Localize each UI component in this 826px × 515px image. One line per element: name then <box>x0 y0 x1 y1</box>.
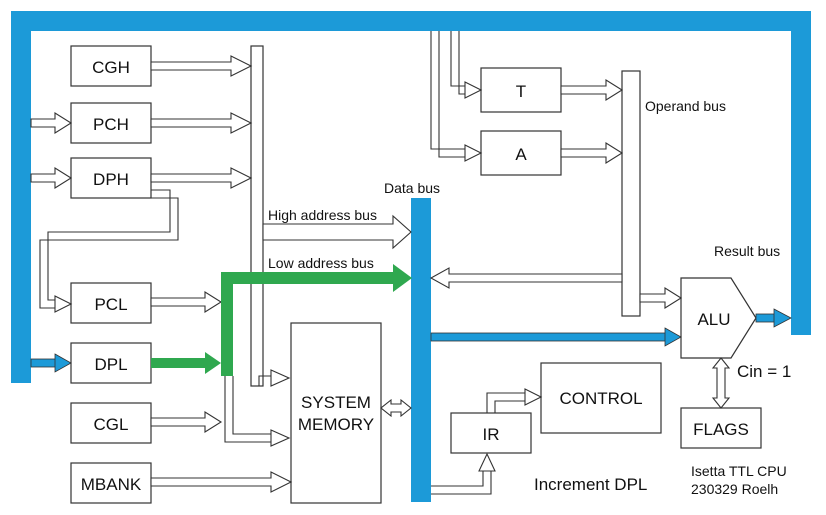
alu-label: ALU <box>697 310 730 329</box>
register-pcl: PCL <box>70 282 152 324</box>
credit-line2: 230329 Roelh <box>691 481 778 497</box>
result-to-t-path <box>450 31 465 95</box>
register-label: CGL <box>94 415 129 434</box>
address-to-memory-arrowhead-1 <box>270 369 291 387</box>
result-to-a-arrowhead <box>464 144 483 162</box>
alu-flags-bidir-arrow <box>711 357 731 409</box>
instruction-register: IR <box>450 412 532 454</box>
a-to-operand-arrow <box>560 142 624 164</box>
alu: ALU <box>680 277 757 359</box>
dph-feedback-arrowhead <box>54 295 73 313</box>
cgh-to-address-bus-arrow <box>150 55 253 77</box>
address-to-memory-path-2 <box>232 376 271 435</box>
result-to-dpl-arrow <box>30 353 72 373</box>
register-label: DPH <box>93 170 129 189</box>
data-to-ir-arrowhead <box>478 452 496 472</box>
operand-to-alu-arrow <box>639 287 683 309</box>
address-to-memory-path-1 <box>258 375 271 386</box>
register-label: T <box>516 82 526 101</box>
data-bus <box>411 198 431 502</box>
low-address-bus-label: Low address bus <box>268 255 374 271</box>
register-label: DPL <box>94 355 127 374</box>
register-cgl: CGL <box>70 402 152 444</box>
t-to-operand-arrow <box>560 79 624 101</box>
system-memory: SYSTEM MEMORY <box>290 322 382 504</box>
flags-label: FLAGS <box>693 420 749 439</box>
result-bus-label: Result bus <box>714 243 780 259</box>
register-label: PCH <box>93 115 129 134</box>
ir-to-control-arrowhead <box>524 388 543 406</box>
result-to-pch-arrow <box>30 112 73 134</box>
control-label: CONTROL <box>559 389 642 408</box>
address-bus-spine <box>250 45 264 387</box>
result-bus <box>11 11 811 383</box>
address-to-memory-arrowhead-2 <box>270 429 291 447</box>
memory-data-bidir-arrow <box>380 398 412 418</box>
high-address-bus-label: High address bus <box>268 207 377 223</box>
register-pch: PCH <box>70 102 152 144</box>
high-address-bus-arrow <box>262 214 412 250</box>
memory-label-line2: MEMORY <box>298 415 374 434</box>
active-dpl-path <box>151 264 412 376</box>
data-bus-to-alu-arrow <box>430 327 682 347</box>
mbank-to-memory-arrow <box>150 471 293 493</box>
operand-bus-label: Operand bus <box>645 98 726 114</box>
ir-to-control-path <box>486 392 525 413</box>
result-to-a-path <box>430 31 465 158</box>
register-label: A <box>515 145 527 164</box>
dph-feedback-path-inner <box>39 197 179 309</box>
dph-feedback-path <box>47 189 171 301</box>
data-bus-label: Data bus <box>384 180 440 196</box>
register-dpl: DPL <box>70 342 152 384</box>
result-to-dph-arrow <box>30 167 73 189</box>
pcl-to-low-bus-arrow <box>150 291 223 313</box>
register-a: A <box>480 130 562 176</box>
flags-register: FLAGS <box>680 407 762 449</box>
address-to-memory-path-2b <box>224 376 271 443</box>
pch-to-address-bus-arrow <box>150 112 253 134</box>
register-dph: DPH <box>70 157 152 199</box>
register-label: MBANK <box>81 475 142 494</box>
dph-to-address-bus-arrow <box>150 167 253 189</box>
credit-line1: Isetta TTL CPU <box>691 463 787 479</box>
operand-bus <box>621 70 641 317</box>
operand-to-data-bus-arrow <box>429 267 623 289</box>
increment-dpl-label: Increment DPL <box>534 475 647 494</box>
ir-label: IR <box>483 425 500 444</box>
alu-to-result-bus-arrow <box>755 308 792 328</box>
control-unit: CONTROL <box>540 362 662 434</box>
register-label: PCL <box>94 295 127 314</box>
register-mbank: MBANK <box>70 462 152 504</box>
register-cgh: CGH <box>70 45 152 87</box>
cin-label: Cin = 1 <box>737 362 791 381</box>
cgl-to-low-bus-arrow <box>150 411 223 433</box>
register-label: CGH <box>92 58 130 77</box>
data-to-ir-path <box>431 470 492 495</box>
memory-label-line1: SYSTEM <box>301 393 371 412</box>
result-to-t-arrowhead <box>464 81 483 99</box>
register-t: T <box>480 67 562 113</box>
